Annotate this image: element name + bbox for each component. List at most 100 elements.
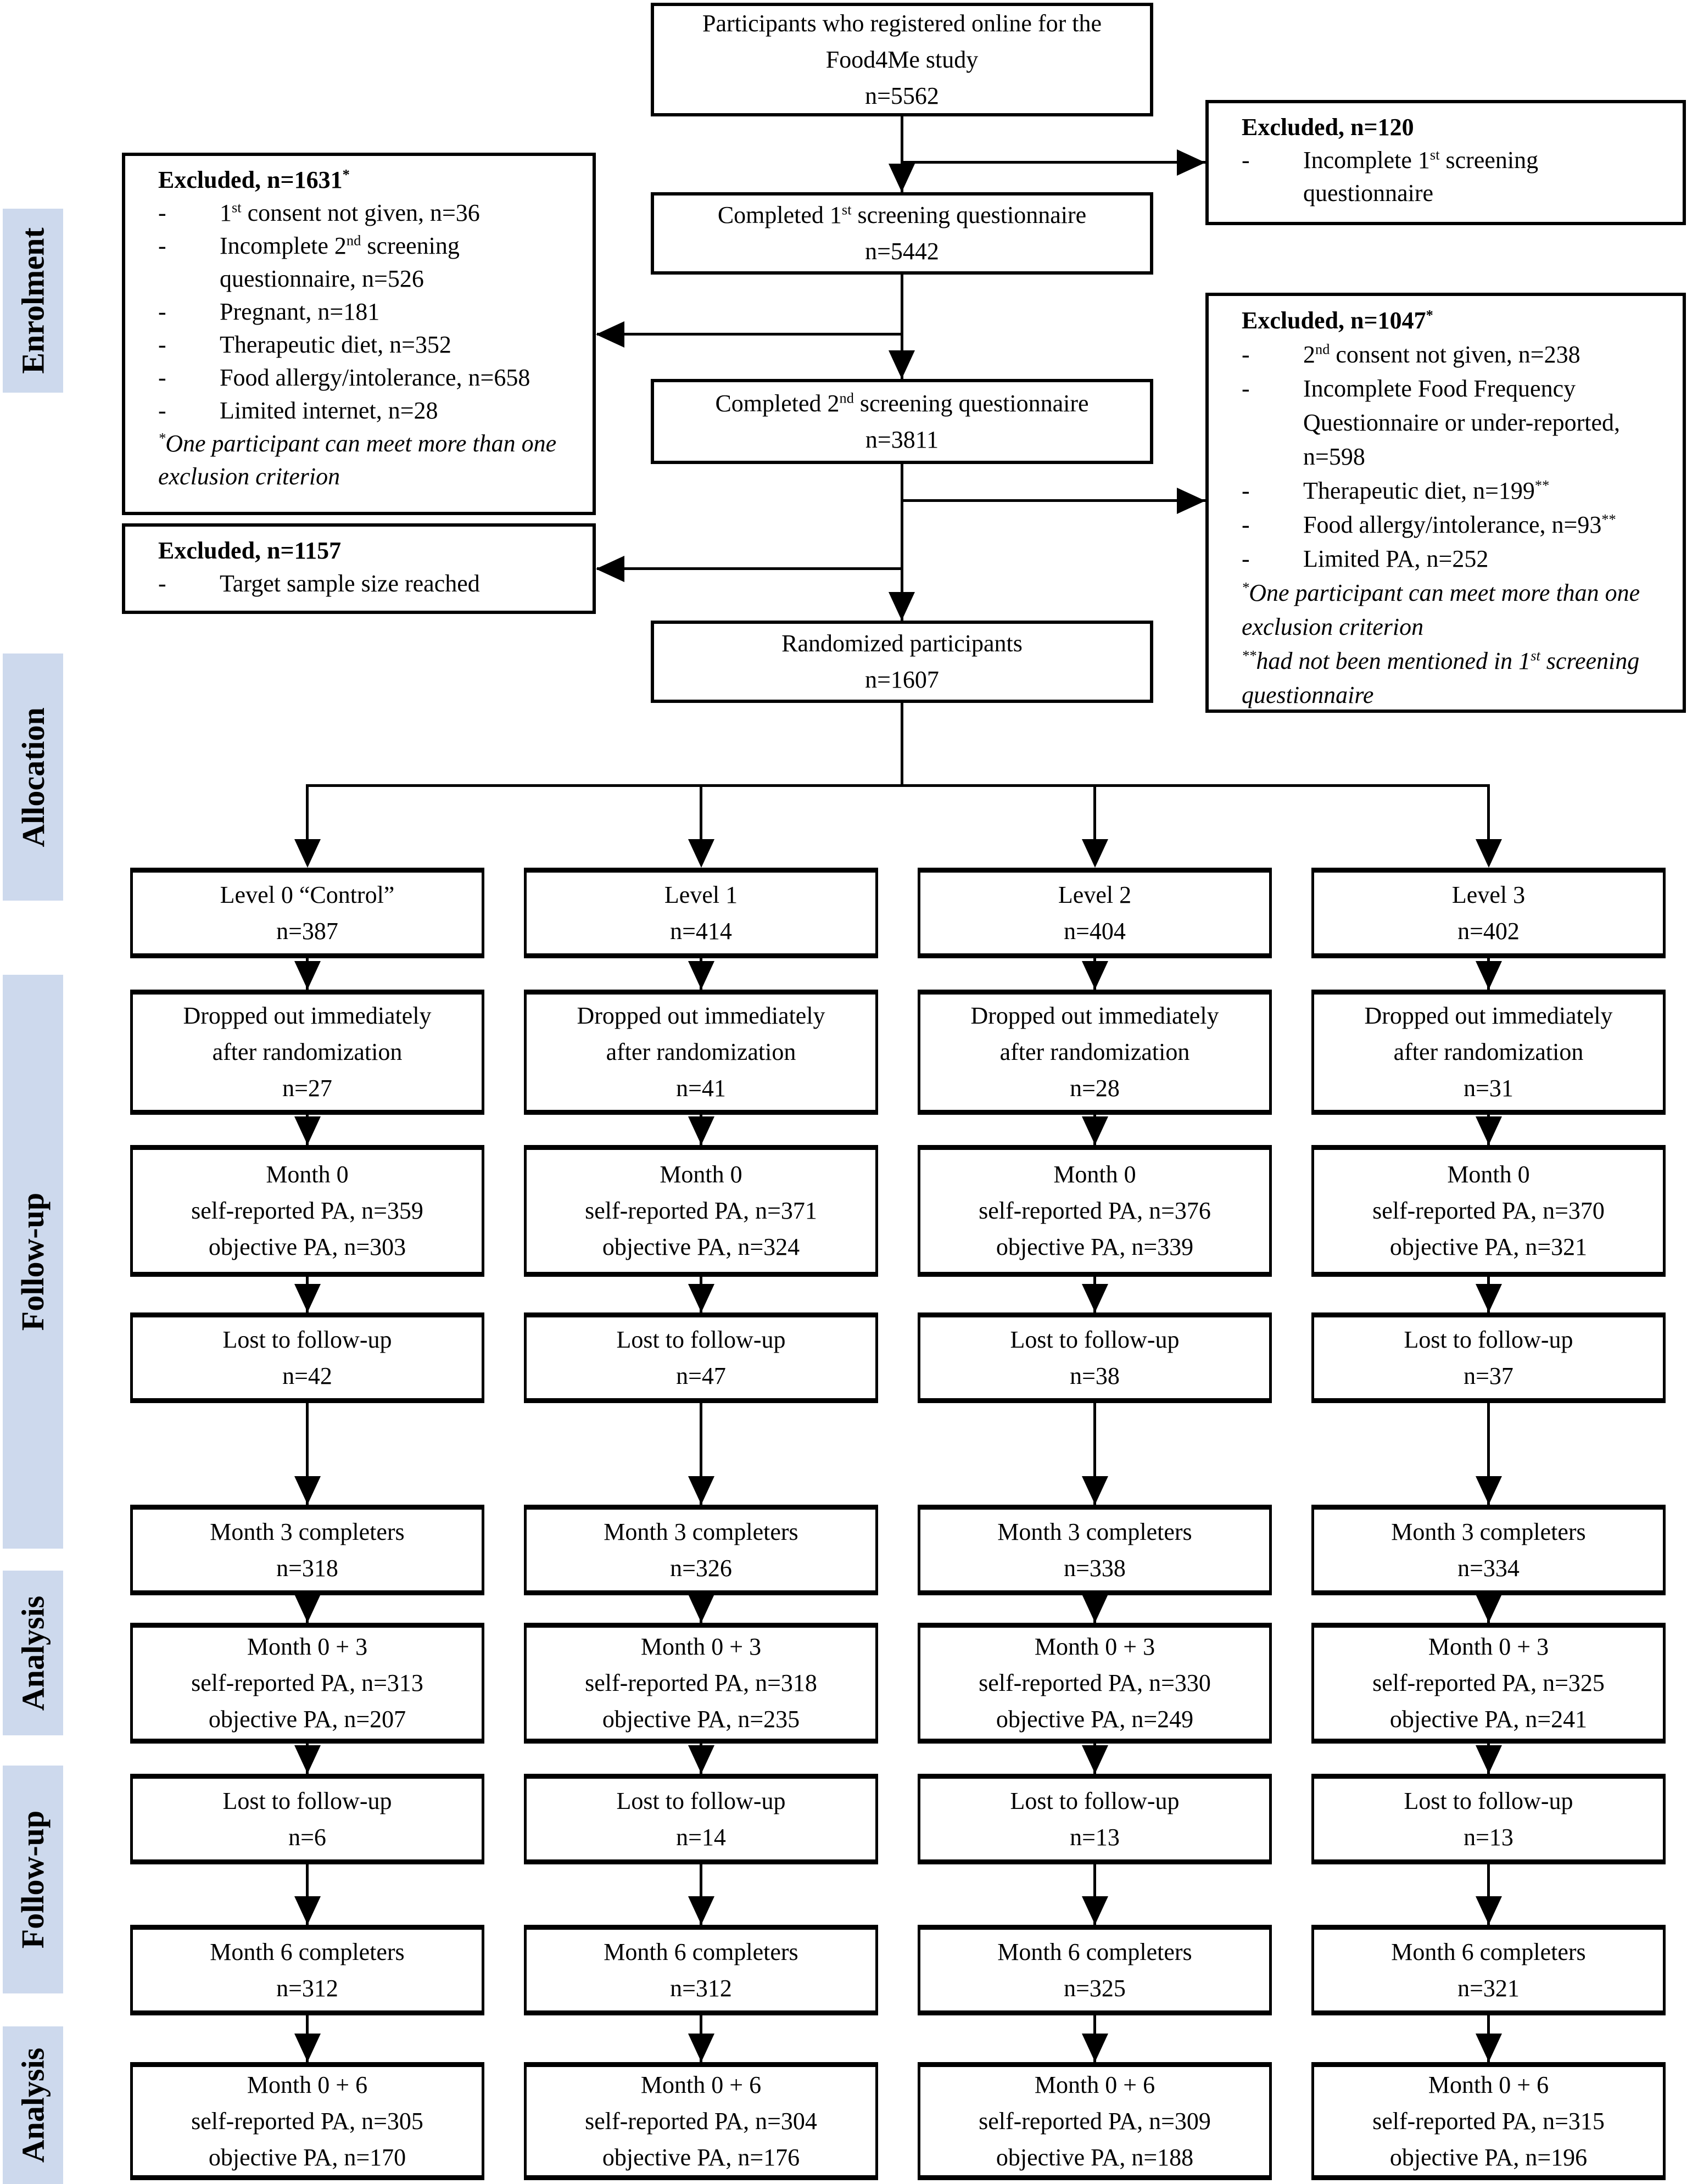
- box-month3-completers-0: Month 3 completers n=318: [130, 1505, 484, 1595]
- text-line: Target sample size reached: [220, 570, 480, 597]
- exclusion-item: -Food allergy/intolerance, n=93**: [1242, 508, 1668, 542]
- bullet-dash: -: [158, 364, 166, 391]
- arrowhead-down-icon: [889, 164, 915, 192]
- text-line: self-reported PA, n=305: [191, 2107, 423, 2135]
- text-line: Lost to follow-up: [1404, 1326, 1573, 1353]
- exclusion-item: -Therapeutic diet, n=352: [158, 328, 578, 361]
- exclusion-item: -Therapeutic diet, n=199**: [1242, 474, 1668, 508]
- exclusion-item: -Incomplete Food Frequency Questionnaire…: [1242, 372, 1668, 474]
- arrowhead-down-icon: [1082, 1896, 1108, 1925]
- text-line: self-reported PA, n=313: [191, 1669, 423, 1696]
- text-line: self-reported PA, n=330: [979, 1669, 1211, 1696]
- text-run: Excluded, n=1047: [1242, 307, 1426, 334]
- stage-label-followup-1: Follow-up: [3, 975, 63, 1549]
- text-line: n=318: [276, 1554, 338, 1582]
- text-line: Month 0 + 6: [1034, 2071, 1155, 2098]
- arrowhead-down-icon: [1476, 1284, 1502, 1312]
- exclusion-item: -Food allergy/intolerance, n=658: [158, 361, 578, 394]
- text-line: Pregnant, n=181: [220, 298, 380, 325]
- bullet-dash: -: [1242, 341, 1250, 368]
- text-line: Month 6 completers: [1391, 1938, 1586, 1965]
- arrowhead-down-icon: [1082, 1745, 1108, 1774]
- text-line: Level 1: [664, 881, 738, 908]
- text-line: n=321: [1457, 1974, 1520, 2002]
- text-run: screening questionnaire: [1242, 647, 1640, 708]
- text-line: Level 0 “Control”: [220, 881, 395, 908]
- text-line: Completed 1st screening questionnaire: [654, 197, 1150, 233]
- superscript: st: [1429, 146, 1440, 163]
- box-month6-completers-3: Month 6 completers n=321: [1311, 1925, 1666, 2015]
- box-screening-2: Completed 2nd screening questionnaire n=…: [651, 379, 1153, 464]
- text-line: self-reported PA, n=309: [979, 2107, 1211, 2135]
- connector-line: [901, 499, 1205, 502]
- text-line: Month 0 + 6: [640, 2071, 762, 2098]
- superscript: **: [1601, 511, 1616, 528]
- arrowhead-down-icon: [688, 1594, 714, 1623]
- text-line: n=14: [676, 1823, 726, 1851]
- arrowhead-right-icon: [1177, 488, 1205, 514]
- excluded-title: Excluded, n=1157: [158, 534, 578, 567]
- box-excluded-120: Excluded, n=120 -Incomplete 1st screenin…: [1205, 100, 1686, 225]
- bullet-dash: -: [158, 397, 166, 424]
- box-screening-1: Completed 1st screening questionnaire n=…: [651, 192, 1153, 275]
- text-line: objective PA, n=303: [208, 1233, 406, 1260]
- text-line: after randomization: [999, 1038, 1190, 1065]
- text-line: n=13: [1070, 1823, 1120, 1851]
- arrowhead-left-icon: [596, 321, 624, 348]
- superscript: *: [342, 166, 350, 183]
- connector-line: [1487, 784, 1490, 839]
- connector-line: [901, 161, 1205, 164]
- arrowhead-down-icon: [688, 1745, 714, 1774]
- text-line: Therapeutic diet, n=199**: [1303, 474, 1668, 508]
- text-line: n=404: [1064, 917, 1126, 945]
- bullet-dash: -: [1242, 545, 1250, 572]
- text-line: Dropped out immediately: [1364, 1002, 1613, 1029]
- text-line: Month 6 completers: [210, 1938, 405, 1965]
- text-line: Month 3 completers: [604, 1518, 798, 1545]
- box-excluded-1631: Excluded, n=1631* -1st consent not given…: [122, 153, 596, 515]
- text-line: n=13: [1464, 1823, 1513, 1851]
- text-line: Month 3 completers: [210, 1518, 405, 1545]
- stage-label-text: Follow-up: [15, 1810, 51, 1949]
- stage-label-text: Enrolment: [15, 227, 51, 374]
- exclusion-item: -Pregnant, n=181: [158, 295, 578, 328]
- text-line: Limited PA, n=252: [1303, 545, 1489, 572]
- text-line: Month 6 completers: [604, 1938, 798, 1965]
- text-line: 1st consent not given, n=36: [220, 197, 578, 230]
- superscript: *: [1242, 579, 1249, 596]
- connector-line: [306, 1403, 309, 1505]
- arrowhead-down-icon: [294, 1116, 321, 1145]
- text-line: self-reported PA, n=359: [191, 1197, 423, 1224]
- text-line: Dropped out immediately: [183, 1002, 432, 1029]
- text-line: n=28: [1070, 1075, 1120, 1102]
- arrowhead-down-icon: [688, 839, 714, 868]
- text-line: Month 0 + 3: [247, 1633, 368, 1660]
- text-line: n=3811: [865, 426, 939, 453]
- connector-line: [700, 1864, 702, 1925]
- superscript: st: [841, 201, 852, 218]
- box-registered: Participants who registered online for t…: [651, 3, 1153, 116]
- text-line: n=312: [670, 1974, 732, 2002]
- text-line: objective PA, n=196: [1389, 2143, 1588, 2171]
- text-run: 1: [220, 199, 232, 226]
- connector-line: [306, 784, 309, 839]
- text-line: Month 0 + 3: [1428, 1633, 1549, 1660]
- arrowhead-down-icon: [294, 1476, 321, 1505]
- arrowhead-down-icon: [1476, 1476, 1502, 1505]
- text-line: Month 0: [1053, 1161, 1136, 1188]
- text-line: objective PA, n=176: [602, 2143, 800, 2171]
- text-line: Lost to follow-up: [1010, 1787, 1180, 1814]
- text-line: Lost to follow-up: [616, 1326, 786, 1353]
- text-line: n=338: [1064, 1554, 1126, 1582]
- footnote: **had not been mentioned in 1st screenin…: [1242, 644, 1668, 712]
